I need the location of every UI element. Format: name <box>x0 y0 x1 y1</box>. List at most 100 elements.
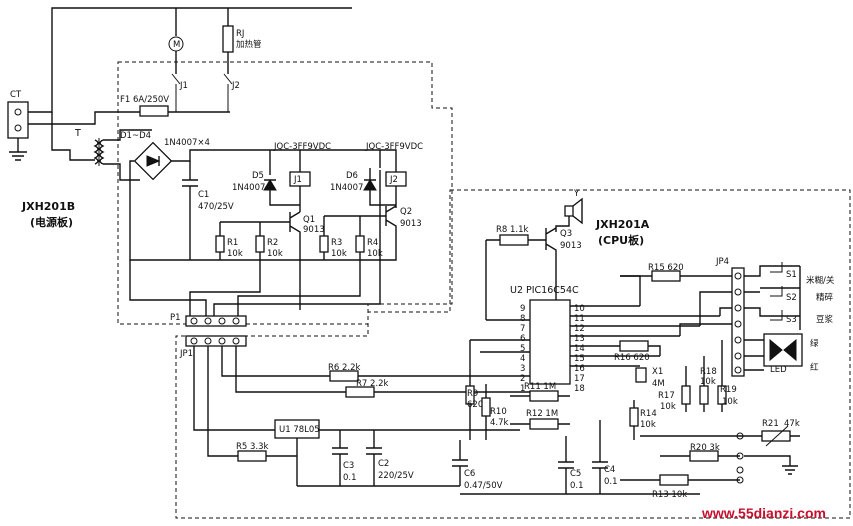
c6-label: C6 <box>464 469 475 479</box>
fuse-f1-label: F1 6A/250V <box>120 95 169 105</box>
r4-wire <box>237 216 361 318</box>
r10-value: 4.7k <box>490 418 509 428</box>
s3-wire <box>744 266 801 330</box>
s3-name: 豆浆 <box>816 314 834 325</box>
probe-ground-icon <box>744 455 798 475</box>
c2-label: C2 <box>378 459 389 469</box>
speaker-icon <box>564 205 574 217</box>
s2-label: S2 <box>786 293 797 303</box>
led-red-icon <box>783 338 797 362</box>
fuse-f1 <box>139 105 169 117</box>
relay-contact-j2 <box>223 73 233 112</box>
p1-feeds <box>129 170 381 318</box>
u2-right-pins <box>570 305 720 367</box>
r6-label: R6 2.2k <box>328 363 361 373</box>
resistor-r8 <box>499 234 529 246</box>
d5-part: 1N4007 <box>232 183 265 193</box>
r3-wire <box>323 215 386 260</box>
resistor-r9 <box>465 385 475 405</box>
r4-value: 10k <box>367 249 383 259</box>
u2-label: U2 PIC16C54C <box>510 285 579 296</box>
resistor-r21 <box>761 430 791 442</box>
relay2-label: JQC-3FF9VDC <box>365 142 423 152</box>
u2-pin-5: 5 <box>520 344 525 354</box>
relay-contact-j1-label: J1 <box>179 81 188 91</box>
led-red-label: 红 <box>810 362 819 373</box>
p1-label: P1 <box>170 313 181 323</box>
ct-pin-2 <box>14 124 22 132</box>
r6-wire <box>221 346 500 377</box>
r17-r19-wires <box>685 340 723 412</box>
s1-wire <box>744 265 800 277</box>
relay2-supply <box>380 149 397 172</box>
capacitor-c1 <box>182 161 198 260</box>
r10-label: R10 <box>490 407 507 417</box>
resistor-r3 <box>319 235 329 253</box>
r16-label: R16 620 <box>614 353 650 363</box>
jp4-to-u2 <box>620 275 732 336</box>
resistor-r2 <box>255 235 265 253</box>
r13-label: R13 10k <box>652 490 687 500</box>
r15-label: R15 620 <box>648 263 684 273</box>
ct-socket <box>7 101 29 139</box>
s1-label: S1 <box>786 270 797 280</box>
resistor-r13 <box>659 474 689 486</box>
cpu-board-name: (CPU板) <box>598 233 644 247</box>
led-wires <box>744 339 764 371</box>
q1-label: Q1 <box>303 215 315 225</box>
r7-wire <box>235 346 500 393</box>
x1-value: 4M <box>652 379 665 389</box>
u2-pin-18: 18 <box>574 384 585 394</box>
x1-label: X1 <box>652 367 663 377</box>
speaker-label: Y <box>573 189 580 199</box>
motor-label: M <box>173 40 180 50</box>
u2-pin-12: 12 <box>574 324 585 334</box>
r9-value: 620 <box>467 400 483 410</box>
u2-pin-11: 11 <box>574 314 585 324</box>
r2-value: 10k <box>267 249 283 259</box>
power-board-model: JXH201B <box>21 200 75 213</box>
speaker-cone <box>572 197 583 225</box>
relay-coil-j1-label: J1 <box>293 175 302 185</box>
s3-label: S3 <box>786 315 797 325</box>
d5-label: D5 <box>252 171 264 181</box>
r2-wire <box>189 222 261 318</box>
transformer-out-2 <box>103 163 140 181</box>
q2-label: Q2 <box>400 207 412 217</box>
r21-value: 47k <box>784 419 800 429</box>
u2-pin-9: 9 <box>520 304 525 314</box>
bridge-part: 1N4007×4 <box>164 138 210 148</box>
q2-part: 9013 <box>400 219 422 229</box>
c6-value: 0.47/50V <box>464 481 503 491</box>
mcu-u2 <box>529 299 571 385</box>
resistor-r10 <box>481 397 491 417</box>
c1-value: 470/25V <box>198 202 234 212</box>
resistor-r20 <box>689 450 719 462</box>
capacitor-c3 <box>332 430 348 486</box>
resistor-r16 <box>619 340 649 352</box>
led-green-label: 绿 <box>810 338 819 349</box>
u2-pin-4: 4 <box>520 354 525 364</box>
relay-contact-j2-label: J2 <box>231 81 240 91</box>
emitter-gnd <box>299 250 397 261</box>
d6-part: 1N4007 <box>330 183 363 193</box>
transistor-q2 <box>385 205 397 250</box>
r19-value: 10k <box>722 397 738 407</box>
resistor-r15 <box>651 270 681 282</box>
u2-pin-16: 16 <box>574 364 585 374</box>
transformer-label: T <box>74 128 81 139</box>
u2-pin-3: 3 <box>520 364 525 374</box>
r9-label: R9 <box>467 389 478 399</box>
jp4-label: JP4 <box>715 257 729 267</box>
relay-contact-j1 <box>171 73 181 112</box>
rail-12v <box>171 149 381 168</box>
led-green-icon <box>769 338 783 362</box>
r18-value: 10k <box>700 377 716 387</box>
r3-value: 10k <box>331 249 347 259</box>
s2-name: 精碎 <box>816 292 834 303</box>
s1-name: 米糊/关 <box>806 275 835 286</box>
transformer-secondary-coil <box>99 139 105 165</box>
r1-value: 10k <box>227 249 243 259</box>
resistor-r19 <box>717 385 727 405</box>
